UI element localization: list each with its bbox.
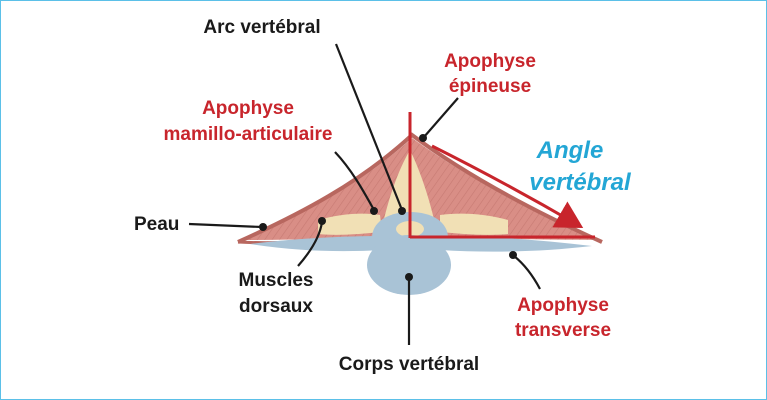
label-apophyse-epineuse-line2: épineuse [449, 76, 531, 97]
leader-apophyse-epineuse [424, 98, 458, 137]
dot-apophyse-epineuse [419, 134, 427, 142]
label-apophyse-transverse-line2: transverse [515, 320, 611, 341]
dot-arc-vertebral [398, 207, 406, 215]
label-apophyse-mamillo-line1: Apophyse [202, 98, 294, 119]
dot-corps-vertebral [405, 273, 413, 281]
dot-mamillo-articulaire [370, 207, 378, 215]
label-muscles-line2: dorsaux [239, 296, 313, 317]
dot-apophyse-transverse [509, 251, 517, 259]
leader-apophyse-transverse [514, 256, 540, 289]
label-apophyse-mamillo-line2: mamillo-articulaire [164, 124, 333, 145]
label-muscles-line1: Muscles [239, 270, 314, 291]
label-peau: Peau [134, 214, 179, 235]
label-arc-vertebral: Arc vertébral [203, 17, 320, 38]
label-apophyse-epineuse-line1: Apophyse [444, 51, 536, 72]
dot-muscles-dorsaux [318, 217, 326, 225]
label-apophyse-transverse-line1: Apophyse [517, 295, 609, 316]
label-angle-vertebral-line1: Angle [536, 137, 604, 164]
dot-peau [259, 223, 267, 231]
label-angle-vertebral-line2: vertébral [529, 169, 632, 196]
leader-peau [189, 224, 262, 227]
label-corps-vertebral: Corps vertébral [339, 354, 479, 375]
